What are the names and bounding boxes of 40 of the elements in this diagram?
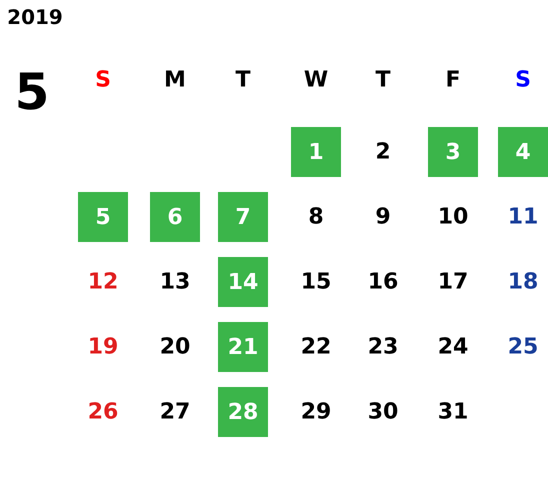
highlighted-day: 5 (78, 192, 128, 242)
highlighted-day: 21 (218, 322, 268, 372)
highlighted-day: 7 (218, 192, 268, 242)
day-number: 30 (368, 400, 398, 424)
day-number: 20 (160, 334, 190, 360)
day-number: 27 (160, 400, 190, 424)
highlighted-day: 3 (428, 127, 478, 177)
weekday-label: F (445, 68, 461, 92)
highlighted-day: 4 (498, 127, 548, 177)
day-number: 11 (508, 204, 538, 230)
day-number: 15 (300, 270, 332, 294)
weekday-label: S (515, 68, 531, 92)
highlighted-day: 28 (218, 387, 268, 437)
day-number: 19 (88, 334, 118, 360)
weekday-label: S (95, 68, 111, 92)
weekday-label: T (376, 68, 390, 92)
day-number: 9 (375, 204, 391, 230)
day-number: 8 (308, 204, 324, 230)
day-number: 16 (368, 270, 398, 294)
day-number: 22 (300, 334, 332, 360)
day-number: 24 (438, 334, 468, 360)
day-number: 18 (508, 270, 538, 294)
day-number: 29 (300, 400, 332, 424)
highlighted-day: 6 (150, 192, 200, 242)
day-number: 10 (438, 204, 468, 230)
day-number: 26 (88, 400, 118, 424)
day-number: 17 (438, 270, 468, 294)
day-number: 2 (375, 140, 391, 164)
highlighted-day: 14 (218, 257, 268, 307)
day-number: 23 (368, 334, 398, 360)
highlighted-day: 1 (291, 127, 341, 177)
day-number: 13 (160, 270, 190, 294)
day-number: 25 (508, 334, 538, 360)
day-number: 31 (438, 400, 468, 424)
weekday-label: T (236, 68, 250, 92)
day-number: 12 (88, 270, 118, 294)
weekday-label: M (164, 68, 186, 92)
year-heading: 2019 (7, 5, 63, 29)
month-number: 5 (14, 63, 50, 121)
weekday-label: W (304, 68, 328, 92)
